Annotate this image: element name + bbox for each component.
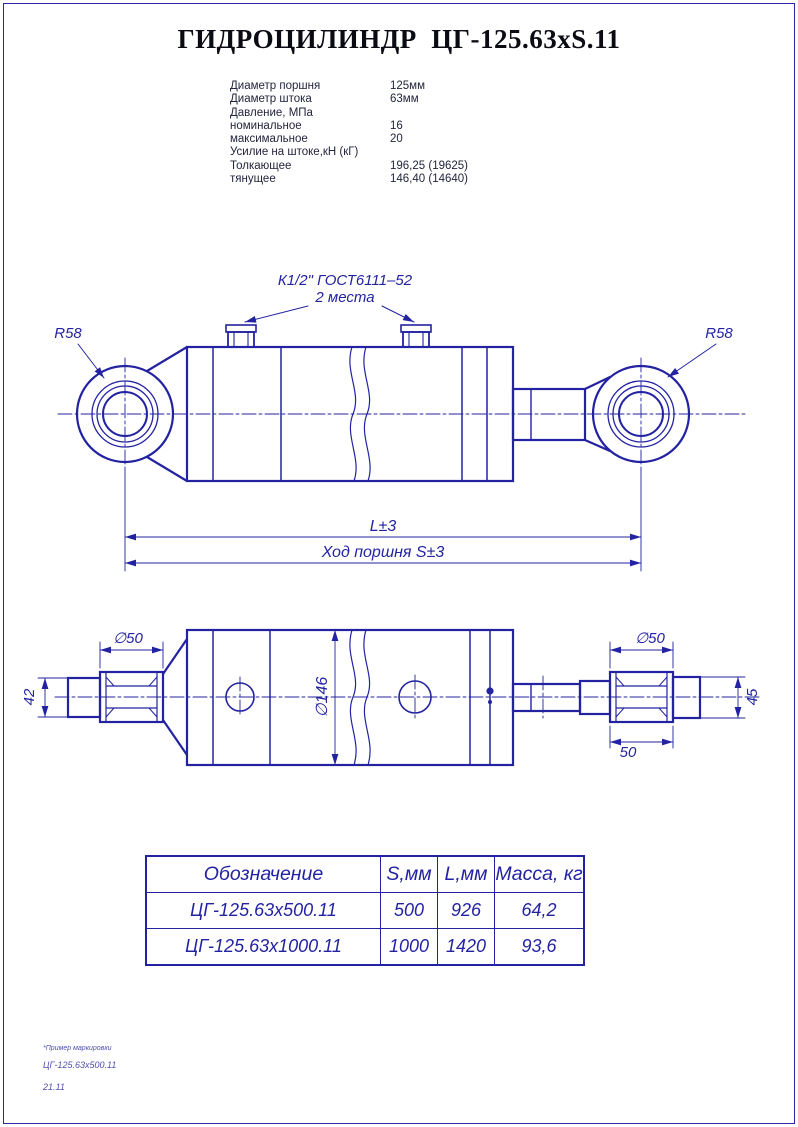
table-cell-l: 1420 xyxy=(438,929,495,964)
spec-label: максимальное xyxy=(230,133,308,146)
spec-list: Диаметр поршня 125мм Диаметр штока 63мм Да… xyxy=(230,80,468,186)
right-eye xyxy=(591,364,691,464)
spec-row: Давление, МПа xyxy=(230,107,468,120)
table-header-mass: Масса, кг xyxy=(495,857,583,893)
spec-row: Диаметр штока 63мм xyxy=(230,93,468,106)
extension-lines-length xyxy=(124,469,642,572)
spec-label: номинальное xyxy=(230,119,302,132)
bottom-view xyxy=(37,628,761,767)
cylinder-body xyxy=(185,345,515,483)
main-view xyxy=(57,305,749,572)
piston-rod xyxy=(511,375,612,453)
bottom-right-pin xyxy=(578,670,702,724)
leader-radius-right xyxy=(667,343,717,378)
stroke-dim-label: Ход поршня S±3 xyxy=(321,544,445,561)
eye50-label: 50 xyxy=(620,744,637,761)
spec-label: тянущее xyxy=(230,173,276,186)
table-cell-s: 1000 xyxy=(381,929,438,964)
extension-lines-dia50-right xyxy=(609,641,674,669)
table-cell-l: 926 xyxy=(438,893,495,929)
drawing-title: ГИДРОЦИЛИНДР ЦГ-125.63xS.11 xyxy=(177,24,621,54)
table-header-s: S,мм xyxy=(381,857,438,893)
leader-port-right xyxy=(381,305,415,323)
table-cell-mass: 93,6 xyxy=(521,936,557,956)
size-table: Обозначение S,мм L,мм Масса, кг ЦГ-125.6… xyxy=(145,855,585,966)
table-cell-s: 500 xyxy=(381,893,438,929)
leader-radius-left xyxy=(77,343,105,379)
spec-row: номинальное 16 xyxy=(230,120,468,133)
table-cell-designation: ЦГ-125.63х1000.11 xyxy=(147,929,381,964)
spec-label: Усилие на штоке,кН (кГ) xyxy=(230,146,359,159)
left-eye xyxy=(75,345,189,483)
port-right xyxy=(400,324,432,348)
spec-value: 146,40 (14640) xyxy=(390,173,469,186)
spec-row: Диаметр поршня 125мм xyxy=(230,80,468,93)
spec-value: 63мм xyxy=(390,93,419,106)
marking-example: ЦГ-125.63х500.11 xyxy=(43,1060,117,1070)
table-cell-designation: ЦГ-125.63х500.11 xyxy=(147,893,381,929)
spec-label: Диаметр штока xyxy=(230,93,312,106)
footer-notes: *Пример маркировки ЦГ-125.63х500.11 21.1… xyxy=(43,1045,116,1092)
extension-lines-42 xyxy=(37,677,69,718)
spec-row: Толкающее 196,25 (19625) xyxy=(230,160,468,173)
spec-label: Давление, МПа xyxy=(230,106,313,119)
spec-value: 16 xyxy=(390,119,403,132)
length-dim-label: L±3 xyxy=(370,518,397,535)
spec-label: Толкающее xyxy=(230,159,292,172)
radius-label-left: R58 xyxy=(54,325,82,342)
spec-value: 196,25 (19625) xyxy=(390,159,469,172)
spec-row: Усилие на штоке,кН (кГ) xyxy=(230,146,468,159)
port-left xyxy=(225,324,257,348)
spec-row: максимальное 20 xyxy=(230,133,468,146)
table-header-l: L,мм xyxy=(438,857,495,893)
port-callout-line1: К1/2" ГОСТ6111–52 xyxy=(278,272,413,289)
spec-value: 125мм xyxy=(390,80,425,92)
radius-label-right: R58 xyxy=(705,325,733,342)
dia50-right-label: ∅50 xyxy=(635,630,665,647)
spec-label: Диаметр поршня xyxy=(230,80,321,92)
extension-lines-dia50-left xyxy=(99,641,164,669)
dia50-left-label: ∅50 xyxy=(113,630,143,647)
port-callout-line2: 2 места xyxy=(314,289,374,306)
width45-label: 45 xyxy=(744,688,761,705)
leader-port-left xyxy=(244,305,309,323)
width42-label: 42 xyxy=(21,688,38,705)
table-cell-mass: 64,2 xyxy=(495,893,583,929)
marking-note: *Пример маркировки xyxy=(43,1045,112,1052)
dia146-label: ∅146 xyxy=(314,677,331,718)
spec-value: 20 xyxy=(390,133,403,146)
drain-plug-dot xyxy=(486,687,494,695)
bottom-body xyxy=(185,628,515,767)
table-header-designation: Обозначение xyxy=(147,857,381,893)
bottom-left-pin xyxy=(66,637,189,757)
spec-row: тянущее 146,40 (14640) xyxy=(230,173,468,186)
marking-code: 21.11 xyxy=(43,1082,65,1092)
